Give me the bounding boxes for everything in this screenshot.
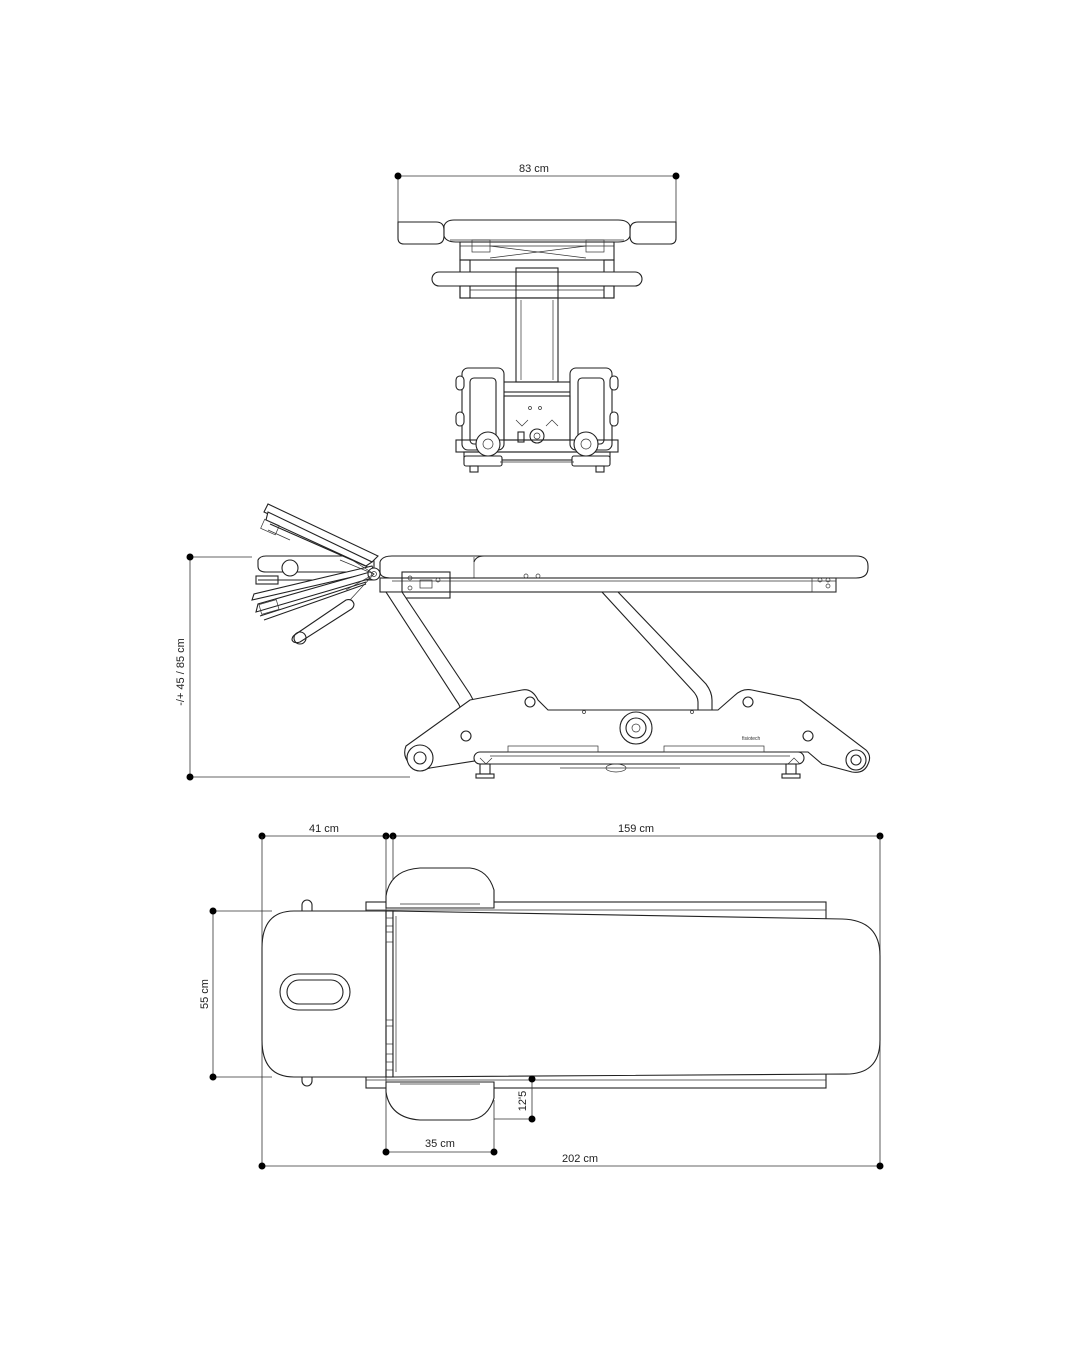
top-view: 41 cm 159 cm 55 cm [199,823,884,1170]
body-section-label: 159 cm [618,823,654,835]
brand-mark: fisiotech [742,736,761,742]
height-label: -/+ 45 / 85 cm [175,638,187,706]
side-view: -/+ 45 / 85 cm [175,503,871,781]
front-width-label: 83 cm [519,163,549,175]
width-label: 55 cm [199,979,211,1009]
head-section-label: 41 cm [309,823,339,835]
total-length-label: 202 cm [562,1153,598,1165]
armrest-width-label: 35 cm [425,1138,455,1150]
armrest-depth-label: 12'5 [517,1091,529,1111]
front-view: 83 cm [394,163,680,473]
